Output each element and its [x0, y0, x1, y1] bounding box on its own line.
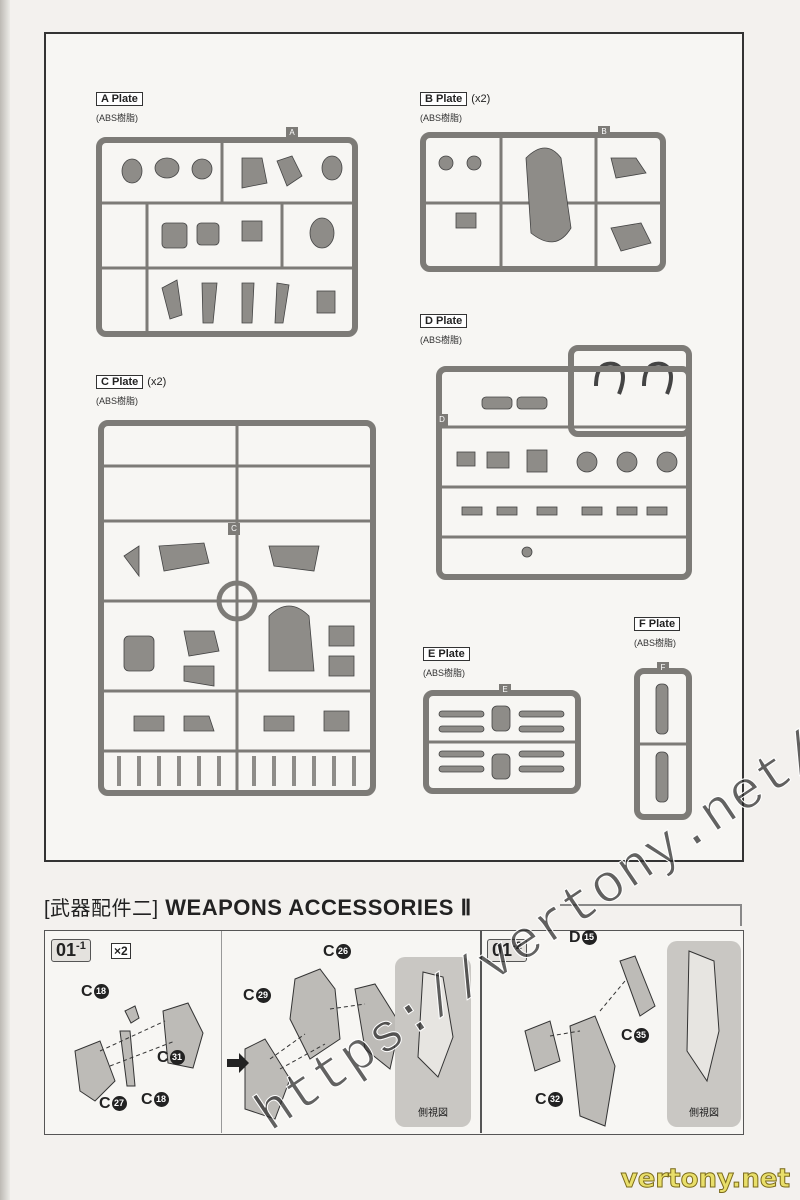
- plate-b-sprue: B: [420, 126, 666, 272]
- plate-a-parts: [102, 143, 352, 331]
- step-01-1-side-view: 側視図: [395, 957, 471, 1127]
- plate-f-letter: F: [657, 662, 669, 674]
- plate-e-material: (ABS樹脂): [423, 668, 466, 678]
- side-view-sketch-2: [686, 950, 720, 1083]
- step-01-2-assembly-sketch: [524, 955, 656, 1127]
- plate-a-sprue: A: [96, 127, 358, 337]
- plate-e-label: E Plate: [423, 647, 470, 661]
- plate-b-label: B Plate(x2): [420, 92, 490, 106]
- title-rule: [560, 904, 742, 926]
- plate-d-label: D Plate: [420, 314, 468, 328]
- page-binding-edge: [0, 0, 10, 1200]
- plate-d-letter: D: [436, 414, 448, 426]
- plate-f-label: F Plate: [634, 617, 681, 631]
- plate-a-letter: A: [286, 127, 298, 139]
- plate-c-material: (ABS樹脂): [96, 396, 139, 406]
- plate-f-sprue: F: [634, 662, 692, 820]
- plate-e-letter: E: [499, 684, 511, 696]
- side-view-sketch-1: [417, 971, 454, 1078]
- side-view-label-2: 側視図: [689, 1108, 719, 1119]
- step-01-1-part-sketch: [74, 1002, 204, 1102]
- plate-f-material: (ABS樹脂): [634, 638, 677, 648]
- footer-watermark: vertony.net: [620, 1164, 790, 1195]
- step-01-1-assembly-sketch: [227, 968, 401, 1120]
- section-title: [武器配件二] WEAPONS ACCESSORIES Ⅱ: [44, 892, 472, 921]
- plate-d-material: (ABS樹脂): [420, 335, 463, 345]
- plate-d-upper-parts: [594, 361, 673, 395]
- step-divider: [480, 931, 482, 1133]
- plate-b-material: (ABS樹脂): [420, 113, 463, 123]
- section-title-en: WEAPONS ACCESSORIES Ⅱ: [165, 895, 472, 920]
- plate-d-sprue: D: [436, 366, 692, 580]
- plate-e-sprue: E: [423, 684, 581, 794]
- step-01-2-tag: 01-2: [487, 939, 527, 962]
- step-01-1-multiplier: ×2: [111, 943, 131, 959]
- side-view-label-1: 側視図: [418, 1108, 448, 1119]
- plate-b-parts: [426, 138, 660, 266]
- plate-c-letter: C: [228, 523, 240, 535]
- plate-c-parts: [104, 426, 370, 790]
- step-01-1-tag: 01-1: [51, 939, 91, 962]
- plate-c-label: C Plate(x2): [96, 375, 166, 389]
- plate-a-label: A Plate: [96, 92, 143, 106]
- plate-d-parts: [442, 396, 686, 558]
- substep-divider: [221, 931, 222, 1133]
- section-title-cn: [武器配件二]: [44, 898, 159, 920]
- plate-c-sprue: C: [98, 420, 376, 796]
- plate-e-parts: [429, 705, 575, 780]
- plate-b-letter: B: [598, 126, 610, 138]
- step-01-2-side-view: 側視図: [667, 941, 741, 1127]
- plate-f-parts: [640, 683, 686, 803]
- plate-a-material: (ABS樹脂): [96, 113, 139, 123]
